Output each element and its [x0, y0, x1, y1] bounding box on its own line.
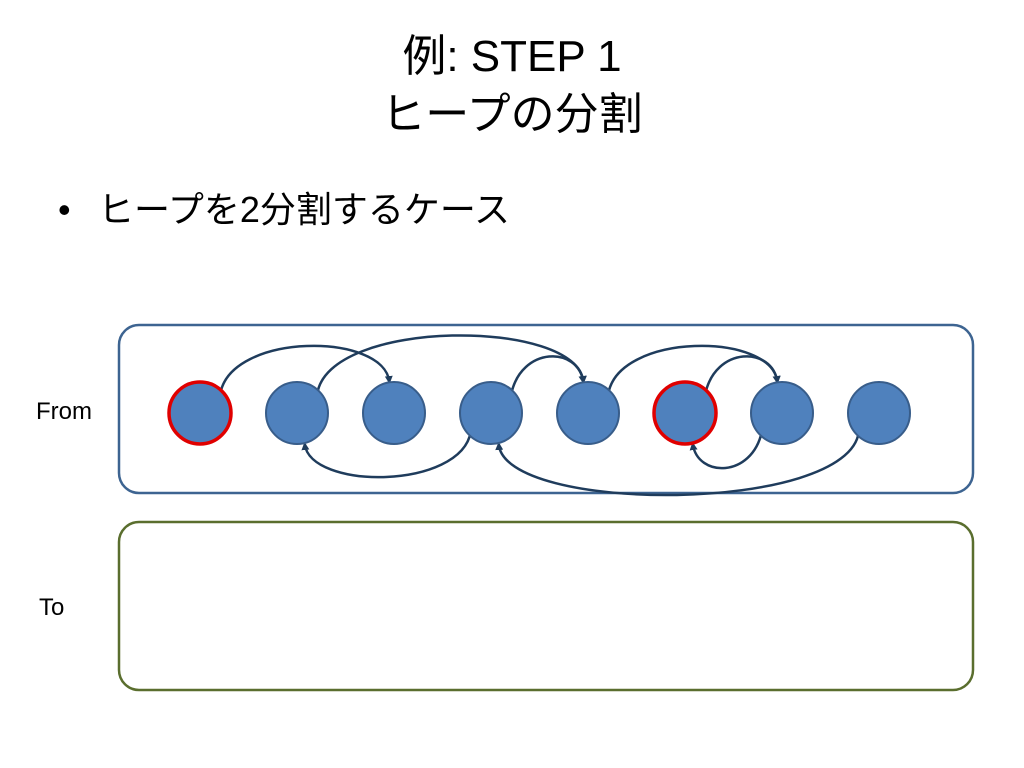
- heap-nodes: [167, 380, 911, 446]
- pointer-arrow-3-to-4: [509, 355, 587, 395]
- bullet-text: ヒープを2分割するケース: [98, 189, 511, 230]
- heap-node-1: [265, 381, 329, 445]
- to-space-box: [117, 520, 975, 692]
- heap-node-6: [750, 381, 814, 445]
- to-label: To: [39, 594, 65, 621]
- pointer-arrow-3-to-1: [301, 431, 473, 479]
- slide-title: 例: STEP 1 ヒープの分割: [0, 28, 1024, 144]
- title-line-2: ヒープの分割: [381, 90, 643, 139]
- heap-node-4: [556, 381, 620, 445]
- bullet-item: • ヒープを2分割するケース: [58, 186, 510, 234]
- heap-node-2: [362, 381, 426, 445]
- pointer-arrow-4-to-6: [606, 344, 781, 395]
- title-line-1: 例: STEP 1: [402, 32, 622, 81]
- pointer-arrow-0-to-2: [218, 344, 393, 395]
- from-space-box: [117, 323, 975, 495]
- heap-node-3: [459, 381, 523, 445]
- heap-node-7: [847, 381, 911, 445]
- pointer-arrow-7-to-3: [495, 431, 861, 497]
- heap-node-0-root: [167, 380, 233, 446]
- from-label: From: [36, 398, 92, 425]
- pointer-arrow-6-to-5: [689, 431, 764, 470]
- pointer-arrows: [218, 334, 861, 497]
- pointer-arrow-1-to-4: [315, 334, 587, 395]
- bullet-marker: •: [58, 189, 71, 230]
- heap-node-5-root: [652, 380, 718, 446]
